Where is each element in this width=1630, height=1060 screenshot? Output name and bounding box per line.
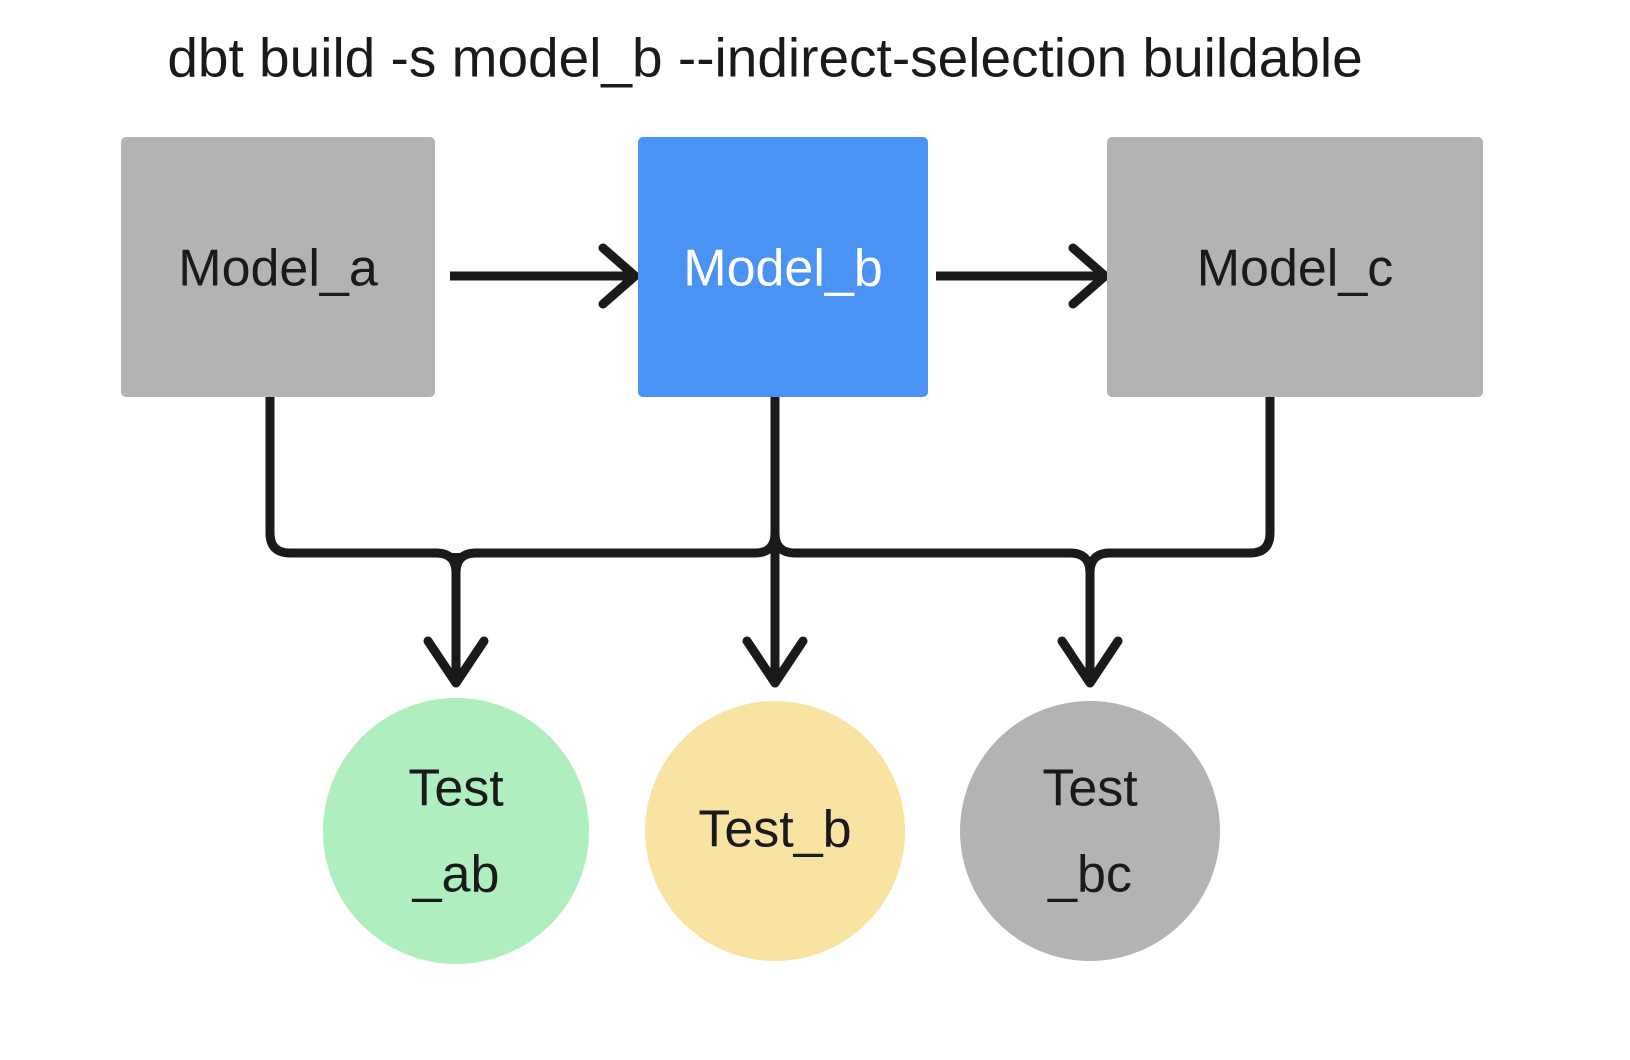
node-test-b-label-line1: Test_b bbox=[698, 801, 851, 859]
node-model-a[interactable]: Model_a bbox=[121, 137, 435, 397]
node-test-bc[interactable]: Test _bc bbox=[960, 701, 1220, 961]
node-model-c-label: Model_c bbox=[1197, 240, 1394, 298]
node-model-c-shape[interactable] bbox=[1107, 137, 1483, 397]
node-model-b-shape[interactable] bbox=[638, 137, 928, 397]
node-test-ab-label-line1: Test bbox=[408, 760, 504, 818]
node-test-ab[interactable]: Test _ab bbox=[323, 698, 589, 964]
arrow-head-b-c-icon bbox=[1068, 243, 1110, 309]
node-test-bc-shape[interactable] bbox=[960, 701, 1220, 961]
arrow-head-test-b-icon bbox=[742, 636, 808, 688]
node-test-ab-shape[interactable] bbox=[323, 698, 589, 964]
edge-model-a-to-model-b bbox=[450, 243, 640, 309]
node-test-b[interactable]: Test_b bbox=[645, 701, 905, 961]
arrow-head-a-b-icon bbox=[598, 243, 640, 309]
node-model-b[interactable]: Model_b bbox=[638, 137, 928, 397]
edge-model-b-to-test-ab bbox=[451, 397, 780, 640]
node-model-c[interactable]: Model_c bbox=[1107, 137, 1483, 397]
arrow-head-test-bc-icon bbox=[1057, 636, 1123, 688]
node-test-bc-label-line2: _bc bbox=[1047, 846, 1132, 904]
edge-line-b-testbc bbox=[770, 397, 1095, 683]
node-test-ab-label-line2: _ab bbox=[412, 846, 500, 904]
node-model-a-shape[interactable] bbox=[121, 137, 435, 397]
edge-model-b-to-model-c bbox=[936, 243, 1110, 309]
edge-line-c-testbc bbox=[1085, 397, 1275, 683]
edge-model-a-to-test-ab bbox=[265, 397, 461, 640]
node-model-a-label: Model_a bbox=[178, 240, 378, 298]
edge-line-a-testab bbox=[265, 397, 461, 640]
node-model-b-label: Model_b bbox=[683, 240, 882, 298]
node-test-bc-label-line1: Test bbox=[1042, 760, 1138, 818]
diagram-title: dbt build -s model_b --indirect-selectio… bbox=[167, 27, 1362, 89]
edge-model-b-to-test-bc bbox=[770, 397, 1095, 683]
edge-model-c-to-test-bc bbox=[1057, 397, 1275, 688]
node-test-b-shape[interactable] bbox=[645, 701, 905, 961]
edge-line-b-testab bbox=[451, 397, 780, 640]
